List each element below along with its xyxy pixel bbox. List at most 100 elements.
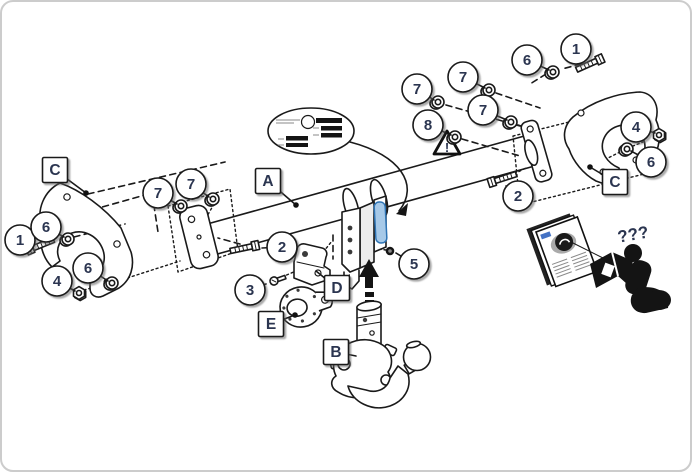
part-label-box — [323, 274, 351, 302]
callout-circle — [398, 248, 430, 280]
callout-number: 1 — [572, 41, 580, 58]
part-label-letter: D — [331, 280, 342, 297]
callout-circle — [41, 265, 73, 297]
hardware-bolt — [486, 170, 518, 189]
part-label-box — [254, 167, 282, 195]
receiver-housing — [341, 178, 389, 290]
warning-exclamation: ! — [445, 140, 449, 155]
callout-3: 3 — [234, 274, 267, 306]
callout-circle — [72, 252, 104, 284]
part-label-letter: C — [609, 174, 620, 191]
callout-circle — [266, 231, 298, 263]
callout-6: 6 — [72, 252, 109, 284]
hardware-bolt — [574, 53, 606, 73]
callout-number: 7 — [154, 185, 162, 202]
booklet-logo — [540, 231, 552, 240]
hardware-washer — [544, 65, 560, 80]
callout-number: 2 — [278, 239, 286, 256]
leader-dot — [292, 312, 298, 318]
callout-circle — [511, 44, 543, 76]
part-label-B: B — [322, 338, 357, 366]
hardware-washer — [446, 130, 462, 145]
callout-circle — [447, 61, 479, 93]
callout-circle — [635, 146, 667, 178]
callout-circle — [467, 94, 499, 126]
callout-7: 7 — [175, 168, 210, 200]
hardware-plug — [385, 246, 395, 256]
callout-6: 6 — [630, 146, 667, 178]
callout-1: 1 — [4, 224, 36, 256]
callout-number: 8 — [424, 117, 432, 134]
callout-number: 1 — [16, 232, 24, 249]
manual-booklet-icon — [526, 213, 604, 288]
callout-7: 7 — [142, 177, 178, 209]
callout-7: 7 — [401, 73, 435, 105]
hardware-washer — [204, 192, 220, 207]
callout-circle — [401, 73, 433, 105]
callout-number: 6 — [42, 219, 50, 236]
callout-number: 6 — [84, 260, 92, 277]
callout-number: 7 — [187, 176, 195, 193]
part-label-C: C — [587, 164, 629, 196]
callout-circle — [175, 168, 207, 200]
callout-number: 3 — [246, 282, 254, 299]
part-label-layer: A B C C D E — [41, 156, 629, 366]
sticker-arrowhead — [396, 203, 408, 216]
callout-number: 2 — [514, 188, 522, 205]
part-label-box — [257, 310, 285, 338]
part-label-letter: B — [330, 344, 341, 361]
reader-person-icon: ??? — [590, 223, 671, 314]
callout-2: 2 — [261, 231, 298, 263]
callout-6: 6 — [511, 44, 550, 76]
hardware-washer — [429, 95, 445, 110]
callout-circle — [560, 33, 592, 65]
hardware-nut — [652, 127, 667, 144]
type-label-sticker — [267, 107, 409, 216]
callout-circle — [502, 180, 534, 212]
callout-number: 5 — [410, 256, 418, 273]
hardware-nut — [72, 285, 87, 302]
hardware-washer — [59, 232, 75, 247]
callout-5: 5 — [395, 248, 430, 280]
callout-circle — [234, 274, 266, 306]
part-label-A: A — [254, 167, 299, 208]
hardware-bolt — [229, 239, 261, 255]
callout-circle — [142, 177, 174, 209]
part-label-C: C — [41, 156, 89, 196]
part-label-letter: C — [49, 162, 60, 179]
callout-4: 4 — [620, 111, 656, 143]
part-label-box — [41, 156, 69, 184]
hardware-screw — [269, 274, 287, 286]
leader-dot — [83, 190, 89, 196]
callout-8: 8 — [412, 109, 452, 141]
hardware-washer — [103, 276, 119, 291]
callout-circle — [412, 109, 444, 141]
callout-number: 7 — [459, 69, 467, 86]
callout-7: 7 — [447, 61, 486, 93]
part-label-box — [601, 168, 629, 196]
leader-dot — [293, 202, 299, 208]
callout-number: 4 — [53, 273, 62, 290]
callout-number: 6 — [523, 52, 531, 69]
crossbar-right-flange — [520, 119, 553, 183]
callout-circle — [620, 111, 652, 143]
callout-number: 4 — [632, 119, 641, 136]
part-label-D: D — [315, 270, 351, 302]
part-label-letter: A — [262, 173, 273, 190]
leader-dot — [587, 164, 593, 170]
part-label-box — [322, 338, 350, 366]
callout-7: 7 — [467, 94, 508, 126]
callout-number: 7 — [479, 102, 487, 119]
callout-1: 1 — [560, 33, 592, 65]
part-label-letter: E — [266, 316, 276, 333]
left-end-plate — [179, 204, 219, 270]
hardware-washer — [618, 142, 634, 157]
cover-cap-highlight — [373, 201, 388, 244]
hardware-layer — [24, 53, 667, 302]
callout-6: 6 — [30, 211, 65, 243]
callout-number: 7 — [413, 81, 421, 98]
callout-4: 4 — [41, 265, 76, 297]
